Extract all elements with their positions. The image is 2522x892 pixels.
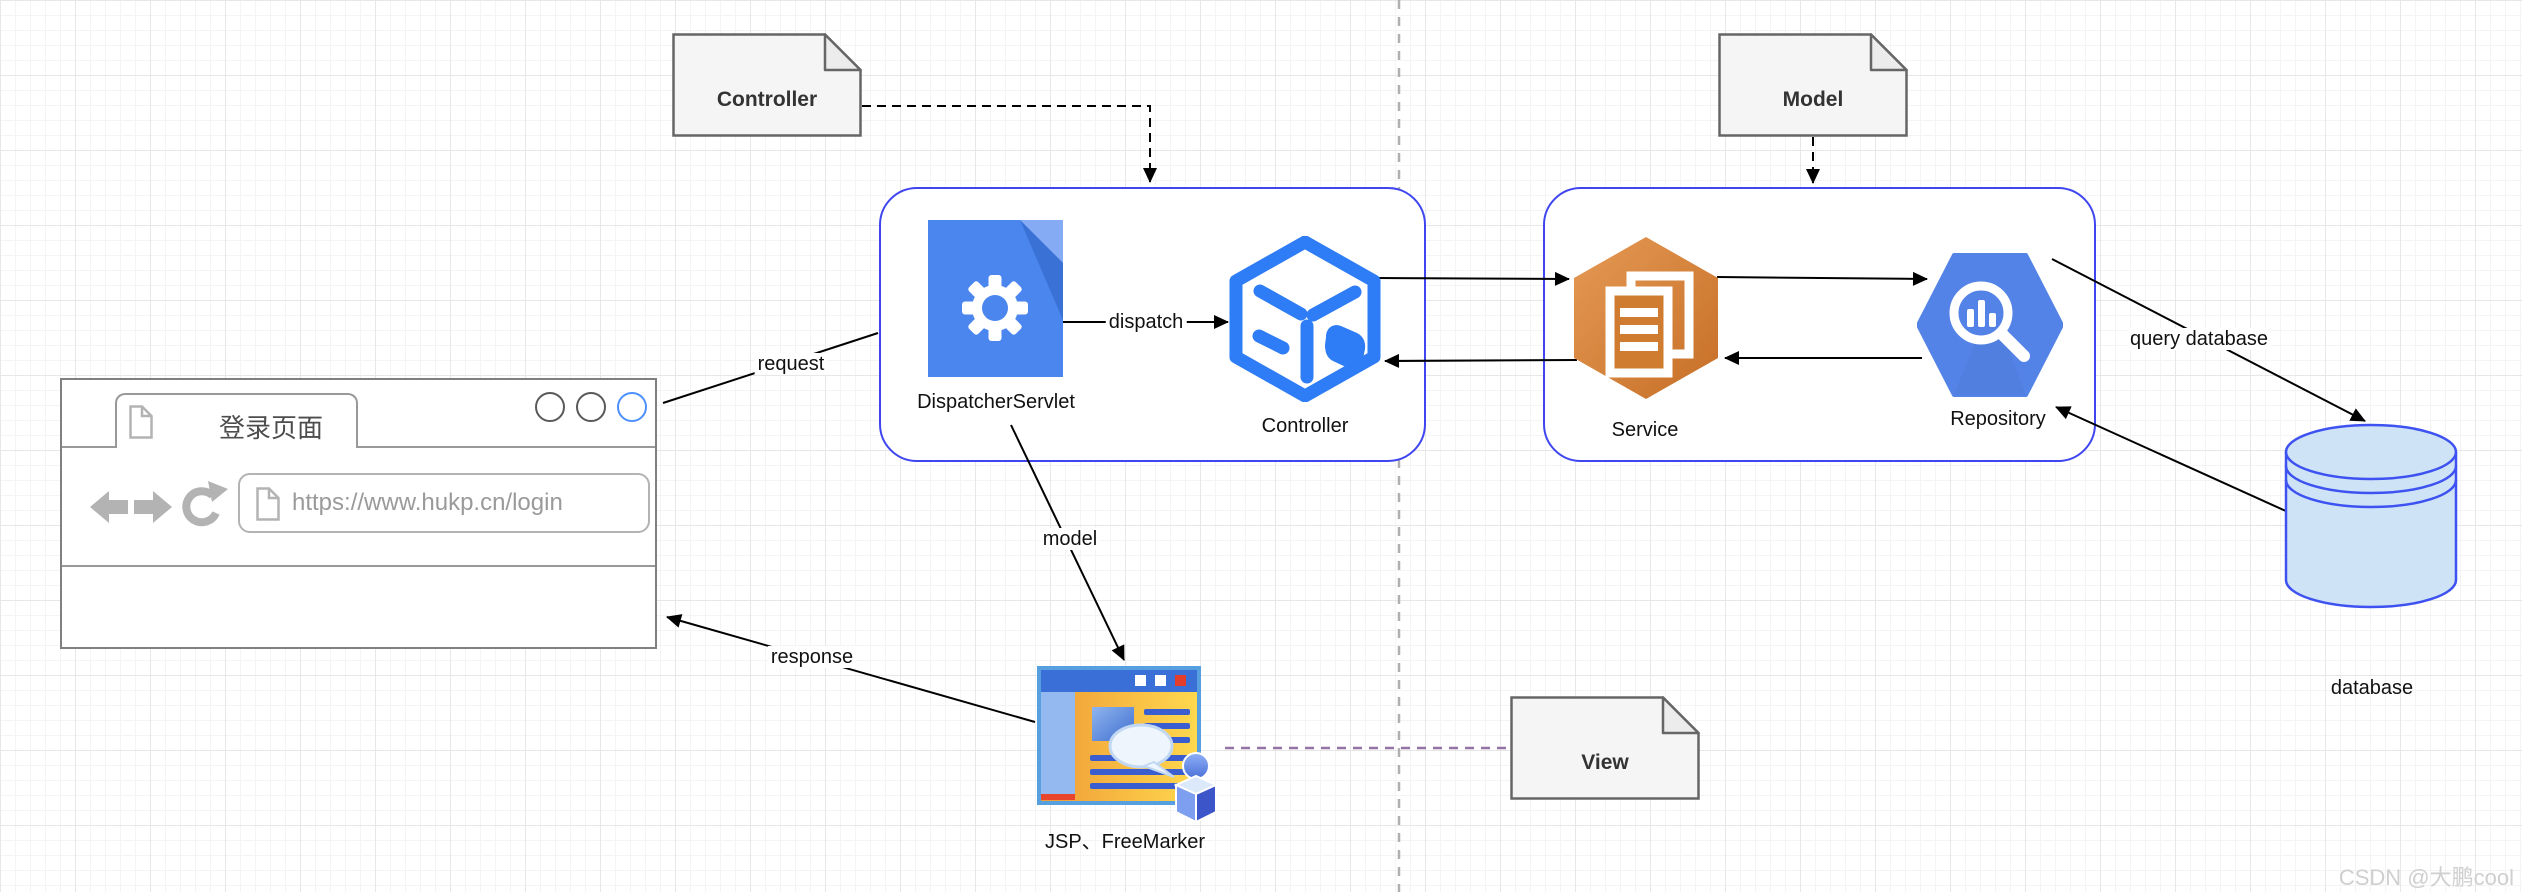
watermark: CSDN @大鹏cool <box>2338 865 2514 890</box>
edge-label-model: model <box>1039 528 1101 550</box>
browser-tab: 登录页面 <box>115 393 358 448</box>
note-view: View <box>1510 696 1700 800</box>
speech-bubble <box>1108 723 1175 778</box>
browser-window: 登录页面 https://www.hukp.cn/login <box>60 378 657 649</box>
url-text: https://www.hukp.cn/login <box>292 489 563 516</box>
forward-icon <box>134 491 172 523</box>
dispatcher-servlet-icon <box>928 220 1063 377</box>
controller-cube-icon <box>1229 236 1381 402</box>
browser-content-divider <box>62 565 655 567</box>
edge-label-request: request <box>754 353 828 375</box>
url-field: https://www.hukp.cn/login <box>238 473 650 533</box>
note-shape <box>1510 696 1700 800</box>
refresh-icon <box>182 481 228 527</box>
back-icon <box>90 491 128 523</box>
jsp-freemarker-icon <box>1037 666 1219 824</box>
note-controller: Controller <box>672 33 862 137</box>
edge-service-to-repository <box>1716 271 1928 286</box>
dispatcher-servlet-label: DispatcherServlet <box>917 391 1075 413</box>
controller-label: Controller <box>1261 415 1349 437</box>
edge-label-response: response <box>767 646 857 668</box>
edge-response <box>666 614 1036 723</box>
window-control-circle-3 <box>617 392 647 422</box>
note-model: Model <box>1718 33 1908 137</box>
note-model-label: Model <box>1782 88 1844 111</box>
tab-document-icon <box>129 405 153 439</box>
browser-toolbar-divider <box>62 446 655 448</box>
user-package-figure <box>1173 752 1219 824</box>
edge-controller-note-link <box>862 105 1157 183</box>
repository-hexagon-icon <box>1917 253 2063 397</box>
note-shape <box>1718 33 1908 137</box>
edge-label-query-database: query database <box>2127 328 2271 350</box>
note-shape <box>672 33 862 137</box>
edge-controller-to-service <box>1376 271 1570 286</box>
note-view-label: View <box>1581 751 1629 774</box>
note-controller-label: Controller <box>716 88 818 111</box>
repository-label: Repository <box>1950 408 2046 430</box>
window-control-circle-2 <box>576 392 606 422</box>
edge-label-dispatch: dispatch <box>1105 311 1187 333</box>
edge-database-to-repository <box>2055 406 2289 513</box>
edge-service-to-controller <box>1384 353 1578 368</box>
window-control-circle-1 <box>535 392 565 422</box>
database-cylinder-icon <box>2284 423 2458 609</box>
url-document-icon <box>256 487 280 521</box>
service-label: Service <box>1611 419 1679 441</box>
service-hexagon-icon <box>1574 237 1718 399</box>
database-label: database <box>2330 677 2414 699</box>
tab-title: 登录页面 <box>219 413 324 443</box>
jsp-freemarker-label: JSP、FreeMarker <box>1044 831 1206 853</box>
browser-nav-icons <box>90 481 228 527</box>
